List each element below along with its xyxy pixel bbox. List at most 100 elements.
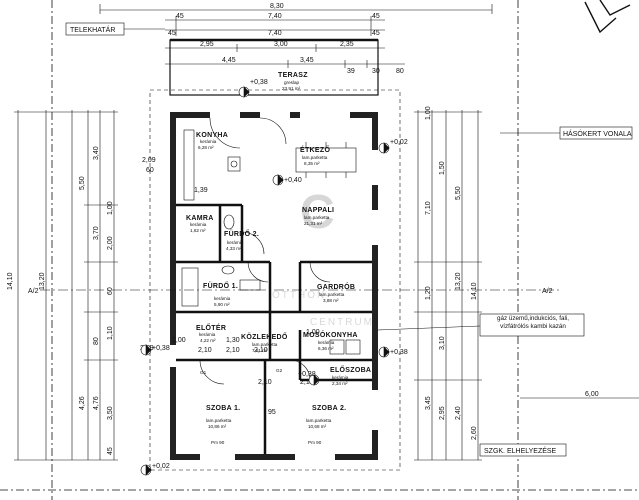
window-mark-1: Pm 90	[211, 440, 225, 445]
dim-right-3: 5,50	[455, 186, 462, 200]
room-konyha-finish: kerámia	[200, 139, 217, 144]
room-mosokonyha-name: MOSÓKONYHA	[303, 330, 358, 339]
room-gardrob-finish: lam.parketta	[319, 292, 345, 297]
room-gardrob-name: GARDRÓB	[317, 282, 355, 291]
dim-right-5: 1,20	[425, 286, 432, 300]
room-szoba2-name: SZOBA 2.	[312, 405, 346, 412]
callouts	[65, 22, 633, 457]
room-kamra-finish: kerámia	[190, 222, 207, 227]
dim-inner-1: 60	[146, 167, 154, 174]
dim-left-4: 1,00	[107, 201, 114, 215]
level-6: +0,38	[298, 371, 316, 378]
dim-top-4b: 3,00	[274, 41, 288, 48]
label-gas-note-box: gáz üzemű,indukciós, fali, vízfátrólós k…	[497, 315, 569, 330]
label-section-right: A/2	[542, 288, 553, 295]
dim-top-5d: 30	[372, 68, 380, 75]
dim-right-1: 1,50	[439, 161, 446, 175]
room-eloszoba-finish: kerámia	[332, 375, 349, 380]
watermark-logo: C	[300, 186, 335, 239]
room-terasz-name: TERASZ	[278, 72, 308, 79]
level-3: +0,38	[152, 345, 170, 352]
dim-top-3c: 45	[372, 30, 380, 37]
label-telekhatar: TELEKHATÁR	[70, 25, 115, 34]
right-dimension-lines	[414, 110, 482, 461]
dim-top-5b: 3,45	[300, 57, 314, 64]
dim-top-4c: 2,35	[340, 41, 354, 48]
dim-inner-6: 2,10	[254, 347, 268, 354]
dim-left-3: 5,50	[79, 176, 86, 190]
dim-inner-10: 1,00	[306, 329, 320, 336]
dim-inner-9: 2,10	[300, 379, 314, 386]
dim-top-2c: 45	[372, 13, 380, 20]
dim-top-5e: 80	[396, 68, 404, 75]
dim-left-11: 3,50	[107, 406, 114, 420]
dim-inner-5: 2,10	[198, 347, 212, 354]
room-kamra-name: KAMRA	[186, 215, 214, 222]
label-hasokert: HÁSÓKERT VONALA	[563, 129, 632, 138]
top-dimension-lines	[99, 4, 493, 68]
room-labels: TERASZ greslap 23,91 m² KONYHA kerámia 6…	[186, 72, 371, 429]
left-dimension-lines	[14, 110, 118, 461]
room-eloter-area: 4,22 m²	[200, 338, 216, 343]
level-1: +0,02	[390, 139, 408, 146]
room-eloszoba-name: ELŐSZOBA	[330, 365, 371, 374]
dim-top-2a: 45	[176, 13, 184, 20]
dim-right-10: 2,60	[471, 426, 478, 440]
room-kamra-area: 1,62 m²	[190, 228, 206, 233]
dim-left-10: 4,26	[79, 396, 86, 410]
level-2: +0,40	[284, 177, 302, 184]
room-gardrob-area: 3,88 m²	[323, 298, 339, 303]
room-furdo2-name: FÜRDŐ 2.	[224, 229, 259, 238]
dim-left-1: 3,40	[93, 146, 100, 160]
dim-right-total: 14,10	[471, 282, 478, 300]
room-mosokonyha-finish: kerámia	[318, 340, 335, 345]
room-eloter-name: ELŐTÉR	[196, 323, 226, 332]
north-arrow	[584, 0, 631, 34]
dim-inner-7: 95	[268, 409, 276, 416]
level-0: +0,38	[250, 79, 268, 86]
room-furdo2-finish: kerámia	[227, 240, 244, 245]
room-szoba1-name: SZOBA 1.	[206, 405, 240, 412]
room-kozlekedo-name: KÖZLEKEDŐ	[241, 332, 288, 341]
dim-left-8: 80	[93, 337, 100, 345]
watermark: C OTTHON CENTRUM	[272, 186, 372, 328]
label-szgk: SZGK. ELHELYEZÉSE	[484, 446, 557, 455]
dim-right-outer: 6,00	[585, 391, 599, 398]
room-konyha-area: 6,28 m²	[198, 145, 214, 150]
dim-right-6: 3,10	[439, 336, 446, 350]
room-nappali-area: 21,31 m²	[304, 221, 323, 226]
level-5: +0,02	[152, 463, 170, 470]
room-furdo2-area: 4,33 m²	[226, 246, 242, 251]
terrace	[169, 38, 379, 96]
room-szoba2-finish: lam.parketta	[306, 418, 332, 423]
room-szoba1-area: 10,86 m²	[208, 424, 227, 429]
dim-top-3b: 7,40	[268, 30, 282, 37]
watermark-text-a: OTTHON	[272, 290, 326, 301]
room-nappali-name: NAPPALI	[302, 207, 334, 214]
inner-walls	[176, 203, 372, 454]
dim-right-4: 13,20	[455, 272, 462, 290]
room-nappali-finish: lam.parketta	[304, 215, 330, 220]
dim-top-total: 8,30	[270, 3, 284, 10]
room-terasz-area: 23,91 m²	[282, 86, 301, 91]
window-mark-2: Pm 90	[308, 440, 322, 445]
room-furdo1-finish: kerámia	[214, 296, 231, 301]
room-etkezo-name: ÉTKEZŐ	[300, 145, 330, 154]
dim-right-8: 2,95	[439, 406, 446, 420]
dim-top-5c: 39	[347, 68, 355, 75]
dim-left-total: 14,10	[7, 272, 14, 290]
room-mosokonyha-area: 6,36 m²	[318, 346, 334, 351]
dim-inner-0: 2,09	[142, 157, 156, 164]
room-szoba2-area: 10,68 m²	[308, 424, 327, 429]
room-furdo1-area: 5,90 m²	[214, 302, 230, 307]
door-mark-1: G1	[200, 370, 207, 375]
dim-left-6: 60	[107, 287, 114, 295]
dim-inner-2: 1,39	[194, 187, 208, 194]
room-kozlekedo-area: 7,81 m²	[252, 348, 268, 353]
room-kozlekedo-finish: lam.parketta	[252, 342, 278, 347]
room-furdo1-name: FÜRDŐ 1.	[203, 281, 238, 290]
label-section-left: A/2	[28, 288, 39, 295]
dim-inner-11: 1,30	[226, 337, 240, 344]
